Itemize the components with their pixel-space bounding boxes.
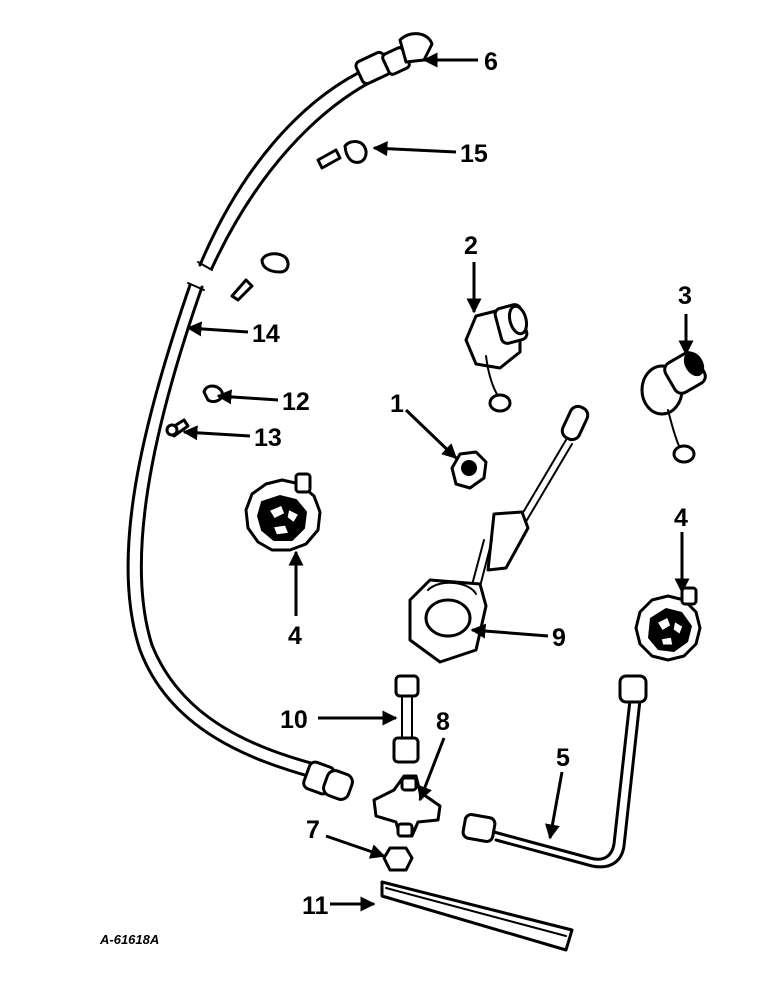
strip-11: [380, 880, 574, 952]
sender-2: [464, 303, 529, 413]
plug-7: [382, 846, 414, 872]
callout-6: 6: [484, 48, 498, 76]
gear-left: [244, 472, 322, 552]
callout-5: 5: [556, 744, 570, 772]
gear-right: [634, 586, 702, 662]
elbow-fitting: [354, 32, 434, 86]
hose-end-fitting: [302, 760, 354, 801]
bolt-15: [316, 140, 368, 170]
sender-3: [640, 351, 707, 464]
tube-5: [461, 674, 648, 869]
drawing-id: A-61618A: [99, 932, 159, 947]
callout-7: 7: [306, 816, 320, 844]
callout-10: 10: [280, 706, 308, 734]
callout-2: 2: [464, 232, 478, 260]
bolt-13: [165, 418, 190, 438]
callout-labels: 6 15 2 3 14 1 12 13 4 4 9 10 8 5 7 11: [252, 48, 692, 920]
hose-assembly: [126, 66, 380, 780]
callout-8: 8: [436, 708, 450, 736]
washer-12: [202, 384, 224, 404]
bolt-pair: [230, 252, 290, 302]
callout-3: 3: [678, 282, 692, 310]
adapter-10: [392, 674, 420, 764]
callout-9: 9: [552, 624, 566, 652]
callout-1: 1: [390, 390, 404, 418]
callout-4-right: 4: [674, 504, 688, 532]
plug-1: [450, 450, 488, 490]
callout-12: 12: [282, 388, 310, 416]
callout-11: 11: [302, 892, 329, 920]
callout-4-left: 4: [288, 622, 302, 650]
callout-14: 14: [252, 320, 280, 348]
callout-13: 13: [254, 424, 282, 452]
cross-fitting-8: [372, 774, 442, 838]
leader-lines: [182, 52, 694, 912]
callout-15: 15: [460, 140, 488, 168]
